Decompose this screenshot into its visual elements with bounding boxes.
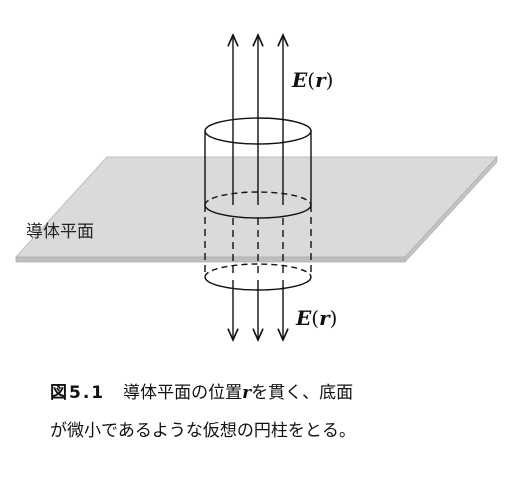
caption-var-r: r <box>242 383 252 403</box>
field-lines-up <box>233 35 283 205</box>
plane-label: 導体平面 <box>26 222 94 242</box>
cylinder-bottom-cap-back <box>204 263 312 278</box>
figure-caption: 図5.1 導体平面の位置rを貫く、底面 が微小であるような仮想の円柱をとる。 <box>50 378 500 454</box>
figure-number: 図5.1 <box>50 383 106 403</box>
cylinder-intersection-back <box>204 191 312 206</box>
figure-diagram: 導体平面 E(r) E(r) <box>14 0 499 370</box>
field-label-top: E(r) <box>291 68 333 92</box>
caption-line-2: が微小であるような仮想の円柱をとる。 <box>50 421 356 441</box>
caption-line-1: 図5.1 導体平面の位置rを貫く、底面 <box>50 378 500 408</box>
field-lines-down <box>233 280 283 340</box>
caption-text-1a: 導体平面の位置 <box>123 383 243 403</box>
caption-text-1b: を貫く、底面 <box>251 383 354 403</box>
conductor-plane <box>14 155 499 264</box>
field-lines-hidden <box>232 218 284 278</box>
field-label-bottom: E(r) <box>295 306 337 330</box>
